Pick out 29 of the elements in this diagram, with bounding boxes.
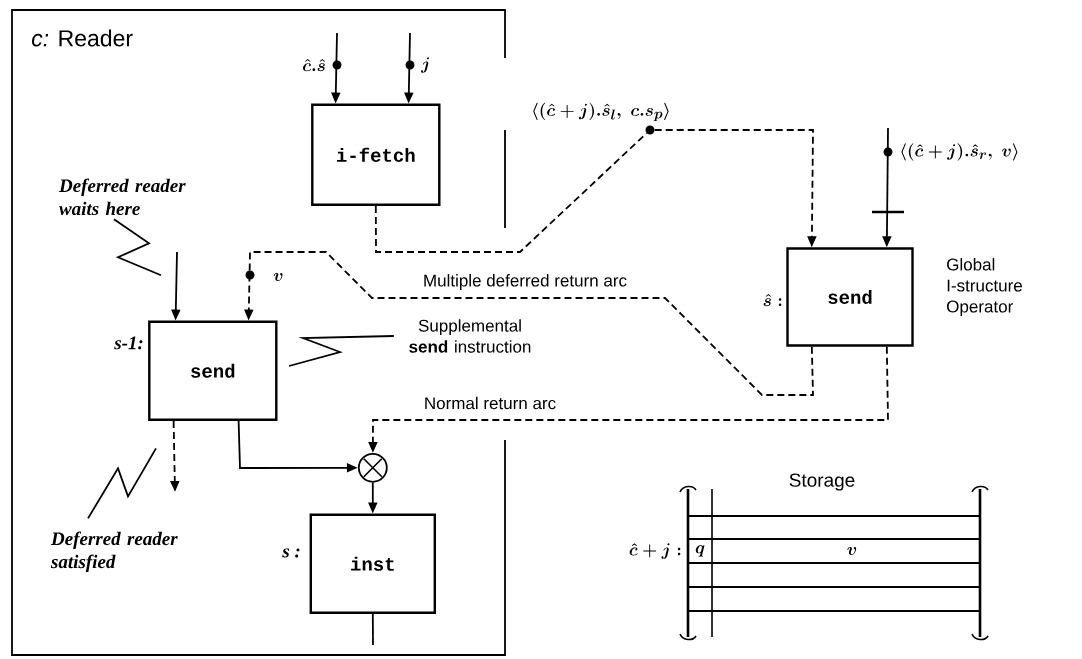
instruction-box: send [148, 320, 278, 421]
leader-line [113, 218, 162, 277]
instruction-label: $\hat{s}:$ [763, 294, 782, 307]
edge-label: $\langle(\hat{c}+j).\hat{s}_r,\ v\rangle$ [898, 142, 1021, 162]
labeled-junction: $\langle(\hat{c}+j).\hat{s}_l,\ c.s_p\rangle$ [533, 102, 669, 135]
leader-line [288, 335, 395, 367]
annotation-text: Deferred reader waits here [58, 178, 186, 216]
node-label: $\langle(\hat{c}+j).\hat{s}_l,\ c.s_p\rangle$ [533, 102, 669, 122]
edge-label: $j$ [420, 56, 432, 74]
merge-gate [357, 452, 388, 483]
annotation-text: Deferred reader satisfied [50, 531, 178, 572]
instruction-box: i-fetch [311, 103, 441, 206]
instruction-label: s : [282, 548, 300, 558]
annotation-text: Supplemental send instruction [409, 319, 531, 353]
arrow [244, 251, 814, 396]
instruction-label: s-1: [114, 336, 143, 350]
connector-line [371, 613, 374, 646]
edge-label: Normal return arc [422, 395, 558, 411]
edge-label: Multiple deferred return arc [421, 273, 629, 291]
value-label: $v$ [273, 273, 283, 281]
edge-label: $\hat{c}.\hat{s}$ [301, 58, 327, 72]
operator-caption: Global I-structure Operator [947, 258, 1022, 316]
instruction-box: inst [309, 513, 436, 614]
cell-value: $q$ [695, 545, 705, 557]
instruction-box: send [786, 247, 914, 347]
cell-value: $v$ [847, 547, 857, 555]
address-label: $\hat{c}+j:$ [629, 543, 681, 559]
storage-heading: Storage [789, 473, 855, 491]
connector-line [374, 132, 648, 253]
